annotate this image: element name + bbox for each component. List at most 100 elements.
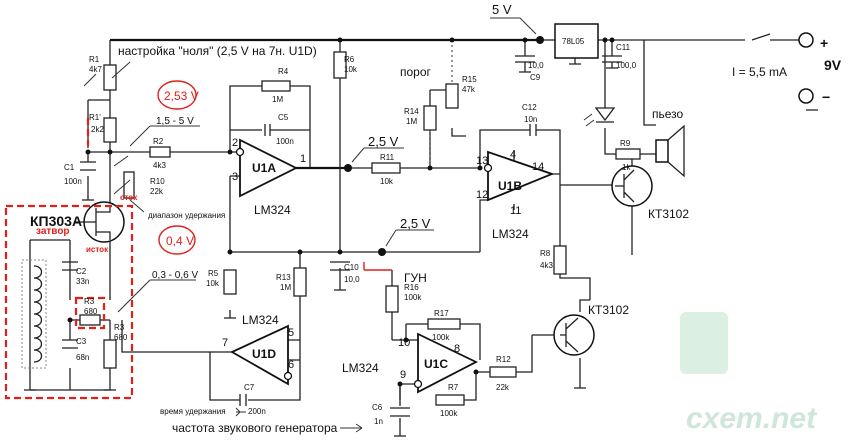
r10-val: 22k: [150, 187, 164, 196]
u1b-inv-bubble: [483, 163, 493, 173]
v-2-5-a: 2,5 V: [368, 134, 399, 149]
u1c-chip: LM324: [342, 361, 379, 375]
r5-val: 10k: [206, 279, 220, 288]
resistor-r17: [427, 318, 461, 330]
wire-u1d-out: [121, 320, 210, 353]
piezo-label: пьезо: [652, 107, 684, 121]
coil-windings: [33, 265, 43, 363]
wire-u1a-in: [229, 175, 240, 252]
opamp-u1a-body: [239, 138, 299, 198]
c12-ref: C12: [522, 103, 537, 112]
pointer-5: [490, 17, 537, 35]
node: [397, 381, 403, 387]
r1b-ref: R1': [89, 113, 101, 122]
c7-ref: C7: [244, 383, 255, 392]
t1-body: [611, 165, 653, 207]
t1-leads: [615, 169, 635, 203]
opamp-u1d: U1D 5 6 7 LM324: [222, 313, 294, 386]
wire-switch: [598, 33, 800, 41]
t2-label: КТ3102: [588, 303, 629, 317]
u1d-inv-bubble: [283, 371, 293, 381]
regulator-78l05: 78L05: [554, 23, 599, 59]
node: [403, 337, 409, 343]
r1b-val: 2k2: [91, 125, 104, 134]
r12-val: 22k: [496, 383, 510, 392]
node: [85, 149, 91, 155]
node: [609, 37, 615, 43]
plus-sign: +: [820, 35, 828, 51]
r17-val: 100k: [432, 333, 450, 342]
node: [107, 149, 113, 155]
node: [602, 37, 608, 43]
u1b-name: U1B: [498, 179, 522, 193]
piezo-cone: [667, 124, 685, 178]
r7-ref: R7: [448, 383, 459, 392]
resistor-r6: [333, 51, 347, 79]
opamp-u1a: U1A 2 3 1 LM324: [232, 137, 306, 217]
t2-body: [553, 314, 595, 356]
resistors: [79, 51, 641, 406]
wire-u1b-non: [479, 199, 488, 252]
node: [227, 249, 233, 255]
c1-plates: [80, 161, 96, 171]
u1c-name: U1C: [424, 357, 448, 371]
u1a-name: U1A: [252, 161, 276, 175]
resistor-r9: [615, 148, 641, 160]
v-04: 0,4 V: [166, 234, 194, 248]
search-coil: [21, 259, 47, 369]
wire-t1: [560, 184, 633, 255]
v-5-label: 5 V: [492, 2, 512, 17]
node: [297, 249, 303, 255]
resistor-r2: [149, 146, 171, 158]
u1d-chip: LM324: [242, 313, 279, 327]
node: [477, 165, 483, 171]
u1c-pin-inv: 9: [400, 369, 406, 381]
r7-val: 100k: [440, 409, 458, 418]
piezo-body: [655, 139, 669, 163]
c1-ref: C1: [64, 163, 75, 172]
pointer-7: [235, 407, 246, 417]
r15-val: 47k: [462, 85, 476, 94]
coil-frame: [21, 259, 47, 369]
r15-ref: R15: [462, 75, 477, 84]
r4-ref: R4: [278, 67, 289, 76]
u1a-chip: LM324: [254, 203, 291, 217]
c5-val: 100n: [276, 137, 294, 146]
wire-led-r9: [604, 40, 656, 155]
resistor-r1: [103, 64, 117, 91]
r17-ref: R17: [434, 309, 449, 318]
pointer-3: [385, 229, 434, 247]
c3-val: 68n: [76, 353, 89, 362]
v-253: 2,53 V: [164, 89, 199, 103]
r2-val: 4k3: [153, 161, 166, 170]
resistor-r3b: [103, 339, 117, 369]
r13-ref: R13: [276, 273, 291, 282]
c6-val: 1n: [374, 417, 383, 426]
gun-label: ГУН: [404, 271, 427, 285]
node: [378, 248, 386, 256]
node: [67, 317, 73, 323]
resistor-r5: [223, 269, 237, 295]
c5-plates: [264, 124, 271, 136]
battery-terminals: + 9V − I = 5,5 mA: [732, 32, 842, 105]
wire-coil: [30, 239, 110, 391]
resistor-r4: [261, 80, 291, 92]
node: [337, 37, 343, 43]
u1c-inv-bubble: [413, 379, 423, 389]
r11-val: 10k: [380, 177, 394, 186]
jfet-leads: [74, 205, 111, 240]
minus-sign: −: [822, 89, 830, 105]
gate-label: затвор: [36, 226, 70, 237]
pointer-8: [340, 423, 363, 433]
opamp-u1d-body: [230, 324, 289, 386]
kp303-label: КП303А: [30, 213, 82, 229]
u1d-name: U1D: [252, 347, 276, 361]
opamp-u1c: U1C 9 10 8 LM324: [342, 332, 479, 394]
r8-ref: R8: [540, 249, 551, 258]
c1-val: 100n: [64, 177, 82, 186]
led-symbol: [594, 107, 616, 123]
transistor-t1: КТ3102: [611, 165, 689, 221]
u1b-chip: LM324: [492, 227, 529, 241]
u1b-pin-inv: 13: [476, 155, 488, 167]
watermark-logo: [680, 312, 728, 374]
